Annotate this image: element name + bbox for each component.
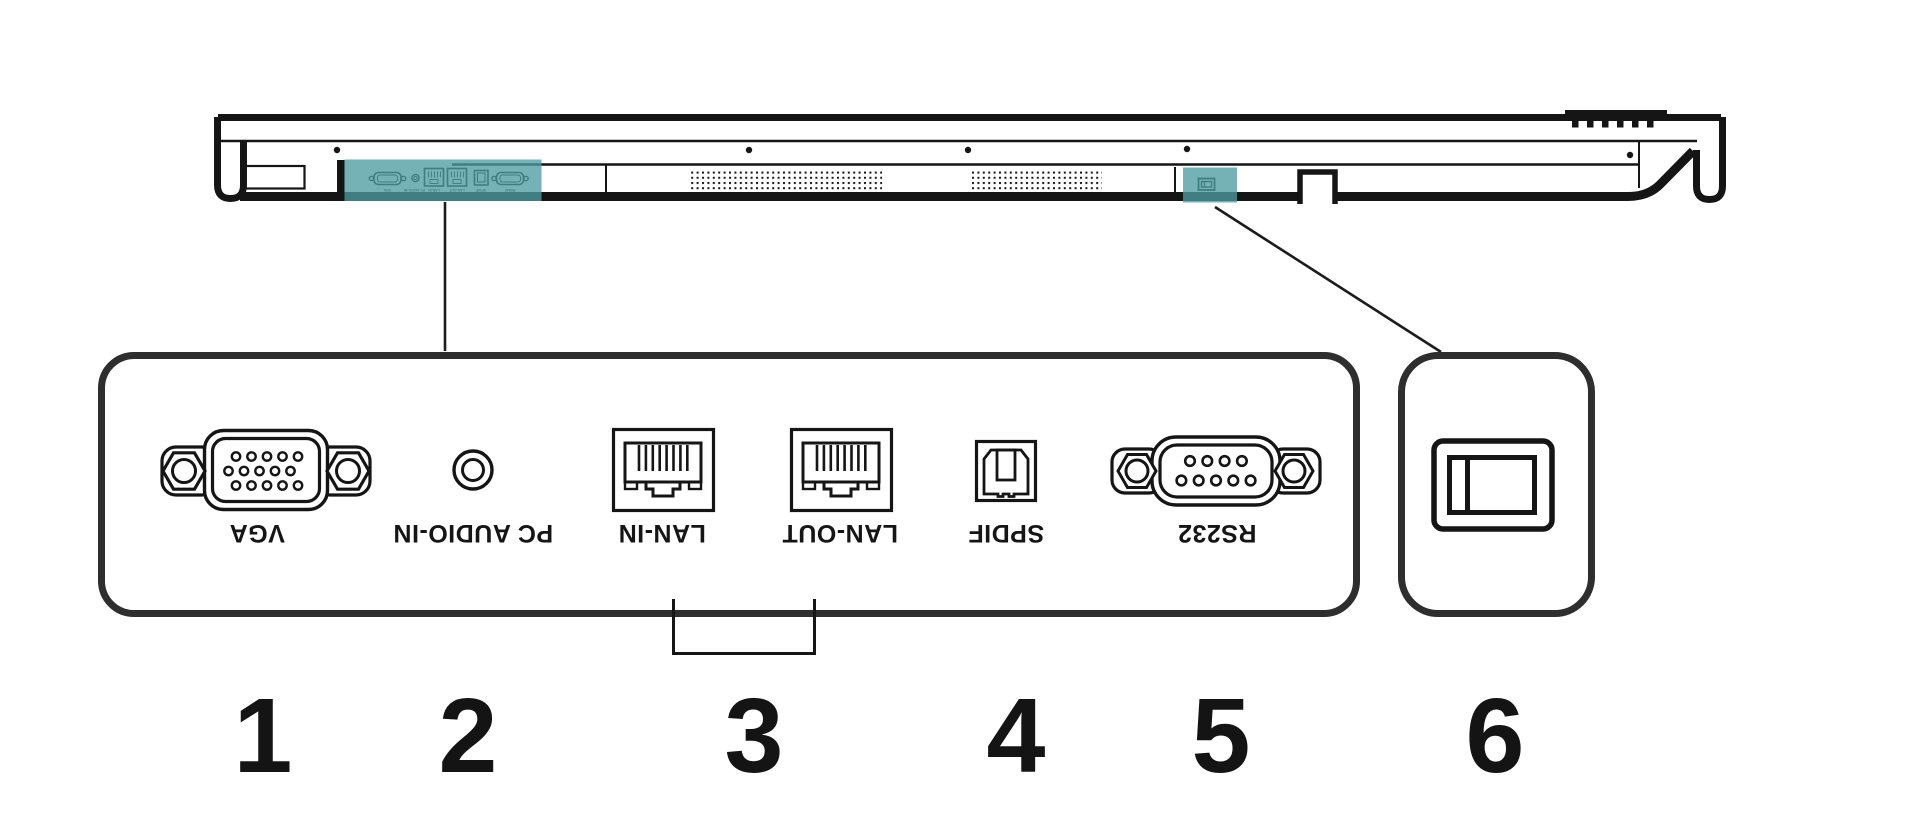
- port-label-rs232: RS232: [1177, 519, 1257, 547]
- switch-area-highlight: [1183, 167, 1237, 203]
- lan-in-port-icon: [611, 427, 716, 513]
- port-label-lan-out: LAN-OUT: [782, 519, 898, 547]
- callout-number-3: 3: [724, 677, 784, 795]
- callout-number-2: 2: [438, 677, 498, 795]
- callout-number-5: 5: [1191, 677, 1251, 795]
- mount-slot: [1297, 169, 1338, 204]
- callout-number-4: 4: [986, 677, 1046, 795]
- port-label-spdif: SPDIF: [967, 519, 1045, 547]
- port-label-vga: VGA: [229, 519, 285, 547]
- screw-dots: [333, 145, 1634, 159]
- port-label-pc-audio-in: PC AUDIO-IN: [392, 519, 554, 547]
- rs232-connector-icon: [1110, 435, 1322, 507]
- port-area-highlight: [344, 159, 542, 201]
- recess-edge: [337, 160, 345, 199]
- power-switch-icon: [1431, 438, 1555, 532]
- rs232-pin-holes: [1175, 454, 1257, 487]
- port-label-lan-in: LAN-IN: [618, 519, 706, 547]
- vga-pin-holes: [223, 451, 304, 491]
- lan-out-port-icon: [789, 427, 894, 513]
- left-foot: [214, 117, 247, 203]
- leader-line-switch: [1214, 205, 1442, 354]
- vga-connector-icon: [160, 428, 372, 512]
- ports-callout-box: [98, 352, 1360, 617]
- callout-number-1: 1: [233, 677, 293, 795]
- power-switch-callout-box: [1398, 352, 1595, 617]
- sensor-bar: [1565, 110, 1667, 128]
- callout-number-6: 6: [1465, 677, 1525, 795]
- right-foot: [1693, 117, 1726, 204]
- vent-grille: [970, 169, 1102, 195]
- device-bottom-edge: [240, 147, 1697, 201]
- audio-jack-icon: [452, 449, 494, 491]
- lan-group-bracket: [672, 599, 816, 655]
- spdif-port-icon: [974, 439, 1038, 503]
- vent-grille: [688, 169, 882, 195]
